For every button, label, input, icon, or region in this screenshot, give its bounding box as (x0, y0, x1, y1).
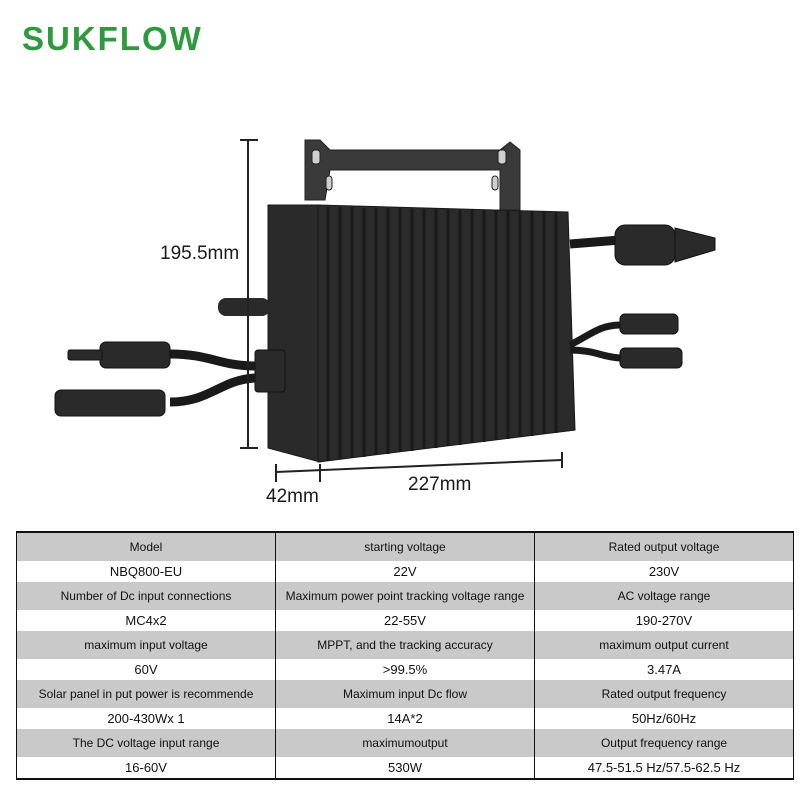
mounting-bracket (304, 139, 521, 211)
dc-output-connectors (568, 313, 683, 369)
inverter-side (267, 204, 321, 463)
dimension-lines (240, 139, 563, 482)
spec-value-cell: 22V (275, 561, 535, 582)
spec-label-cell: AC voltage range (534, 582, 794, 610)
spec-label-cell: starting voltage (275, 531, 535, 561)
spec-label-cell: maximum input voltage (16, 631, 276, 659)
depth-dimension-label: 42mm (266, 486, 319, 507)
dc-input-connectors (54, 341, 286, 417)
spec-value-cell: 230V (534, 561, 794, 582)
spec-label-cell: Rated output frequency (534, 680, 794, 708)
spec-label-cell: Output frequency range (534, 729, 794, 757)
spec-value-row: 60V>99.5%3.47A (16, 659, 794, 680)
spec-value-cell: MC4x2 (16, 610, 276, 631)
brand-logo: SUKFLOW (22, 20, 203, 57)
width-dimension-label: 227mm (408, 474, 472, 495)
spec-value-cell: 14A*2 (275, 708, 535, 729)
spec-value-cell: 530W (275, 757, 535, 780)
spec-label-cell: maximumoutput (275, 729, 535, 757)
ac-output-cable (569, 224, 716, 266)
height-dimension-label: 195.5mm (160, 243, 240, 264)
spec-value-cell: 190-270V (534, 610, 794, 631)
spec-label-cell: The DC voltage input range (16, 729, 276, 757)
spec-label-cell: Maximum power point tracking voltage ran… (275, 582, 535, 610)
spec-value-cell: 16-60V (16, 757, 276, 780)
spec-value-cell: 47.5-51.5 Hz/57.5-62.5 Hz (534, 757, 794, 780)
heatsink-fins (326, 207, 558, 460)
spec-value-cell: 200-430Wx 1 (16, 708, 276, 729)
spec-label-cell: Rated output voltage (534, 531, 794, 561)
spec-label-cell: maximum output current (534, 631, 794, 659)
spec-value-cell: 3.47A (534, 659, 794, 680)
spec-value-cell: 50Hz/60Hz (534, 708, 794, 729)
spec-value-cell: >99.5% (275, 659, 535, 680)
spec-label-cell: Solar panel in put power is recommende (16, 680, 276, 708)
spec-value-cell: NBQ800-EU (16, 561, 276, 582)
spec-label-cell: MPPT, and the tracking accuracy (275, 631, 535, 659)
spec-label-cell: Maximum input Dc flow (275, 680, 535, 708)
product-image (54, 139, 716, 482)
spec-value-cell: 22-55V (275, 610, 535, 631)
spec-label-cell: Number of Dc input connections (16, 582, 276, 610)
spec-value-cell: 60V (16, 659, 276, 680)
spec-label-cell: Model (16, 531, 276, 561)
ground-stub (218, 298, 270, 316)
